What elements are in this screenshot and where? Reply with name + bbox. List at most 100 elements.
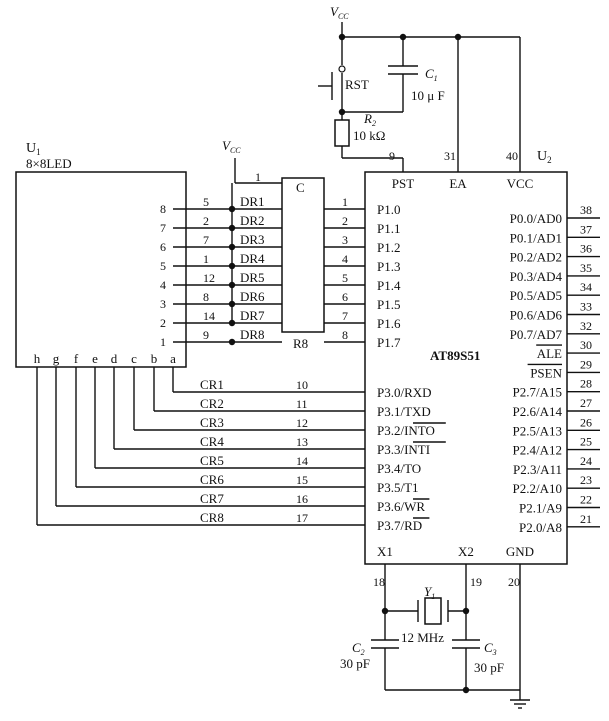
p1-pin-number: 4 — [342, 252, 348, 266]
mcu-pin-p3-2: P3.2/INTO — [377, 423, 435, 438]
mcu-top-pin-ea: EA — [449, 176, 467, 191]
mcu-pin-p0-1-ad1: P0.1/AD1 — [510, 230, 562, 245]
mcu-right-pin-number: 27 — [580, 396, 592, 410]
led-pin-a: a — [170, 351, 176, 366]
mcu-top-pin-pst: PST — [392, 176, 414, 191]
vcc-pack-label: VCC — [222, 138, 241, 155]
pack-pin-number: 8 — [203, 290, 209, 304]
mcu-pin-p1-5: P1.5 — [377, 297, 400, 312]
c3-value: 30 pF — [474, 660, 504, 675]
mcu-pin-p2-3-a11: P2.3/A11 — [513, 462, 562, 477]
net-label-dr4: DR4 — [240, 251, 265, 266]
mcu-pin-p0-6-ad6: P0.6/AD6 — [510, 308, 563, 323]
p1-pin-number: 8 — [342, 328, 348, 342]
resistor-pack — [281, 177, 325, 333]
led-pin-g: g — [53, 351, 60, 366]
led-pin-f: f — [74, 351, 79, 366]
mcu-bottom-pin-number: 20 — [508, 575, 520, 589]
mcu-right-pin-number: 21 — [580, 512, 592, 526]
mcu-pin-p3-5: P3.5/T1 — [377, 480, 419, 495]
led-right-pin: 4 — [160, 278, 166, 292]
mcu-pin-p3-3: P3.3/INTI — [377, 442, 430, 457]
mcu-pin-p2-4-a12: P2.4/A12 — [513, 443, 562, 458]
mcu-pin-p2-6-a14: P2.6/A14 — [513, 404, 563, 419]
junction-dots — [338, 33, 470, 694]
led-right-pin: 3 — [160, 297, 166, 311]
mcu-pin-p0-0-ad0: P0.0/AD0 — [510, 211, 562, 226]
mcu-p3-pin-number: 15 — [296, 473, 308, 487]
mcu-right-pin-number: 28 — [580, 377, 592, 391]
led-pin-h: h — [34, 351, 41, 366]
mcu-pin-psen: PSEN — [530, 365, 562, 380]
net-label-dr2: DR2 — [240, 213, 265, 228]
mcu-pin-p1-4: P1.4 — [377, 278, 401, 293]
led-pin-d: d — [111, 351, 118, 366]
rst-label: RST — [345, 77, 369, 92]
mcu-pin-p1-1: P1.1 — [377, 221, 400, 236]
pack-pin-number: 9 — [203, 328, 209, 342]
p1-pin-number: 7 — [342, 309, 348, 323]
p1-pin-number: 1 — [342, 195, 348, 209]
led-pin-e: e — [92, 351, 98, 366]
mcu-right-pin-number: 33 — [580, 300, 592, 314]
net-label-dr6: DR6 — [240, 289, 265, 304]
mcu-p3-pin-number: 13 — [296, 435, 308, 449]
net-label-cr3: CR3 — [200, 415, 224, 430]
mcu-pin-p2-5-a13: P2.5/A13 — [513, 423, 562, 438]
led-type: 8×8LED — [26, 156, 72, 171]
net-label-dr5: DR5 — [240, 270, 265, 285]
mcu-bottom-pin-x1: X1 — [377, 544, 393, 559]
mcu-right-pin-number: 24 — [580, 454, 592, 468]
mcu-p3-pin-number: 11 — [296, 397, 308, 411]
led-right-pin: 5 — [160, 259, 166, 273]
led-right-pin: 1 — [160, 335, 166, 349]
mcu-pin-p2-0-a8: P2.0/A8 — [519, 520, 562, 535]
resistor-pack-rows: 85DR1R1172DR2R2267DR3R3351DR4R44412DR5R5… — [160, 194, 365, 351]
net-label-cr6: CR6 — [200, 472, 224, 487]
led-right-pin: 8 — [160, 202, 166, 216]
vcc-top-label: VCC — [330, 4, 349, 21]
net-label-dr1: DR1 — [240, 194, 265, 209]
mcu-right-pin-number: 30 — [580, 338, 592, 352]
mcu-pin-p2-2-a10: P2.2/A10 — [513, 481, 562, 496]
pack-resistor-r8: R8 — [293, 336, 308, 351]
mcu-right-pin-number: 34 — [580, 280, 592, 294]
pack-pin-number: 12 — [203, 271, 215, 285]
mcu-top-pin-number: 9 — [389, 149, 395, 163]
crystal-value: 12 MHz — [401, 630, 444, 645]
mcu-right-pin-number: 26 — [580, 415, 592, 429]
mcu-pin-p2-1-a9: P2.1/A9 — [519, 501, 562, 516]
mcu-pin-p1-7: P1.7 — [377, 335, 401, 350]
mcu-pin-p1-3: P1.3 — [377, 259, 400, 274]
pack-pin-number: 5 — [203, 195, 209, 209]
mcu-top-pin-vcc: VCC — [507, 176, 534, 191]
p1-pin-number: 3 — [342, 233, 348, 247]
r2-resistor — [334, 119, 350, 147]
mcu-pin-p1-0: P1.0 — [377, 202, 400, 217]
mcu-right-pin-number: 29 — [580, 357, 592, 371]
mcu-right-pin-number: 38 — [580, 203, 592, 217]
mcu-right-pin-number: 25 — [580, 435, 592, 449]
led-pin-c: c — [131, 351, 137, 366]
mcu-p3-pin-number: 14 — [296, 454, 308, 468]
led-right-pin: 7 — [160, 221, 166, 235]
led-pin-b: b — [151, 351, 158, 366]
net-label-dr7: DR7 — [240, 308, 265, 323]
mcu-pin-p0-2-ad2: P0.2/AD2 — [510, 250, 562, 265]
mcu-pins: 9PST31EA40VCCP1.0P1.1P1.2P1.3P1.4P1.5P1.… — [200, 149, 600, 589]
mcu-pin-p1-2: P1.2 — [377, 240, 400, 255]
mcu-right-pin-number: 22 — [580, 493, 592, 507]
c1-label: C1 — [425, 66, 438, 83]
p1-pin-number: 5 — [342, 271, 348, 285]
crystal-label: Y1 — [424, 584, 435, 601]
mcu-pin-p3-4: P3.4/TO — [377, 461, 421, 476]
mcu-pin-p0-3-ad4: P0.3/AD4 — [510, 269, 563, 284]
mcu-bottom-pin-x2: X2 — [458, 544, 474, 559]
p1-pin-number: 2 — [342, 214, 348, 228]
mcu-chip — [364, 171, 568, 565]
mcu-pin-ale: ALE — [537, 346, 562, 361]
mcu-bottom-pin-number: 18 — [373, 575, 385, 589]
mcu-p3-pin-number: 12 — [296, 416, 308, 430]
led-right-pin: 6 — [160, 240, 166, 254]
c2-label: C2 — [352, 640, 365, 657]
